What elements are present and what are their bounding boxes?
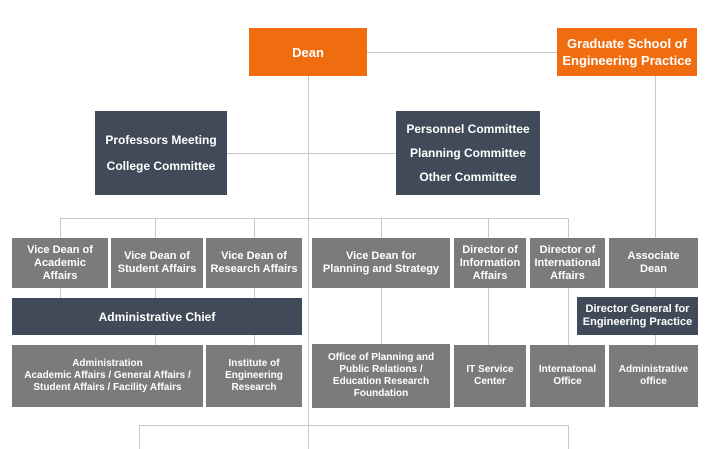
- vice-dean-academic-box: Vice Dean of Academic Affairs: [12, 238, 108, 288]
- planning-office-box: Office of Planning and Public Relations …: [312, 344, 450, 408]
- vice-dean-student-box: Vice Dean of Student Affairs: [111, 238, 203, 288]
- director-international-box: Director of International Affairs: [530, 238, 605, 288]
- director-information-box: Director of Information Affairs: [454, 238, 526, 288]
- administration-box: Administration Academic Affairs / Genera…: [12, 345, 203, 407]
- vice-dean-planning-box: Vice Dean for Planning and Strategy: [312, 238, 450, 288]
- vice-dean-research-box: Vice Dean of Research Affairs: [206, 238, 302, 288]
- graduate-school-box: Graduate School of Engineering Practice: [557, 28, 697, 76]
- dean-box: Dean: [249, 28, 367, 76]
- committees-box: Personnel Committee Planning Committee O…: [396, 111, 540, 195]
- director-general-box: Director General for Engineering Practic…: [577, 297, 698, 335]
- professors-meeting-box: Professors Meeting College Committee: [95, 111, 227, 195]
- it-service-box: IT Service Center: [454, 345, 526, 407]
- international-office-box: Internatonal Office: [530, 345, 605, 407]
- institute-box: Institute of Engineering Research: [206, 345, 302, 407]
- administrative-chief-box: Administrative Chief: [12, 298, 302, 335]
- administrative-office-box: Administrative office: [609, 345, 698, 407]
- associate-dean-box: Associate Dean: [609, 238, 698, 288]
